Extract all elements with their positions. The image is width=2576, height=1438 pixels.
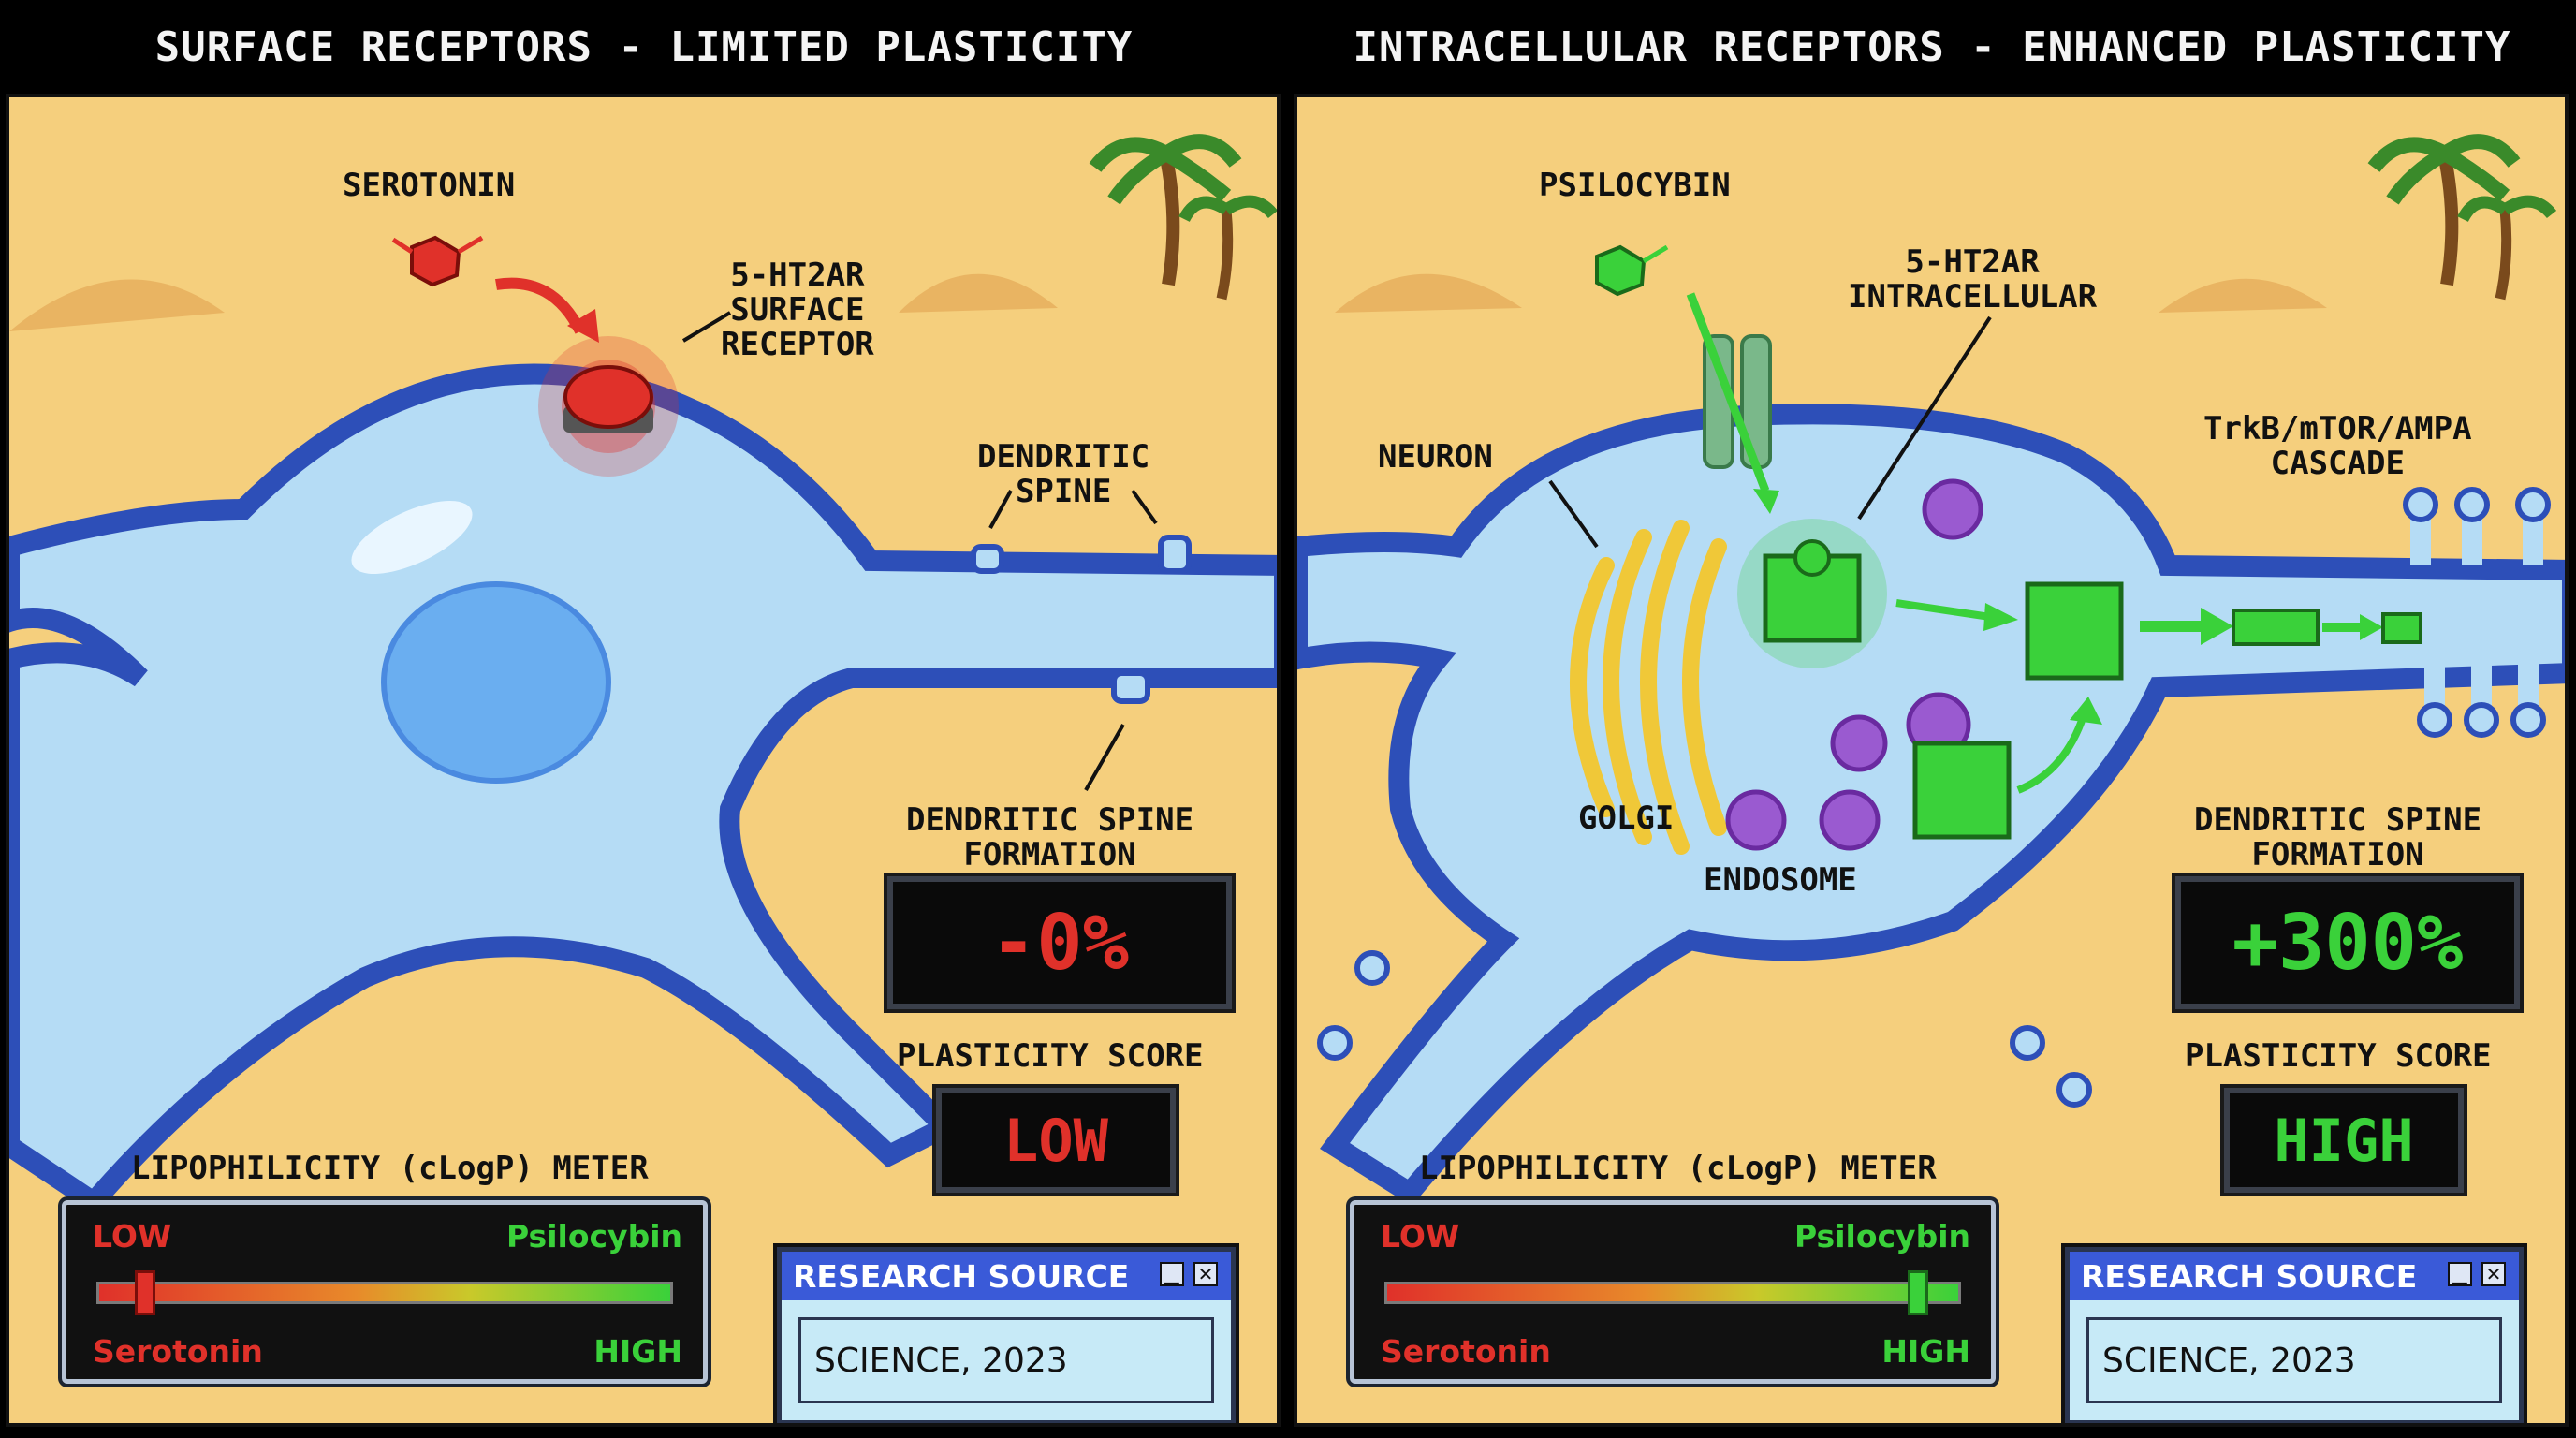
golgi-icon: [1570, 520, 1727, 855]
plasticity-score-display: LOW: [936, 1088, 1176, 1193]
meter-high-label: HIGH: [1881, 1333, 1970, 1370]
left-panel-title: SURFACE RECEPTORS - LIMITED PLASTICITY: [154, 22, 1134, 71]
research-source-title: RESEARCH SOURCE: [793, 1257, 1130, 1295]
right-panel-title: INTRACELLULAR RECEPTORS - ENHANCED PLAST…: [1353, 22, 2511, 71]
right-neuron-illustration: [1297, 134, 2565, 1207]
psilocybin-molecule-icon: [1595, 244, 1669, 297]
lipophilicity-meter: LOW Psilocybin Serotonin HIGH: [1350, 1200, 1996, 1384]
serotonin-molecule-icon: [391, 235, 484, 287]
minimize-button[interactable]: ▁: [1160, 1262, 1184, 1286]
plasticity-score-value: HIGH: [2274, 1106, 2414, 1175]
spine-formation-value: -0%: [989, 898, 1130, 988]
research-source-titlebar: RESEARCH SOURCE ▁ ✕: [2070, 1252, 2519, 1300]
neuron-label: NEURON: [1378, 438, 1493, 476]
endosome-label: ENDOSOME: [1704, 861, 1857, 899]
meter-high-label: HIGH: [593, 1333, 682, 1370]
endosome-icon: [1725, 478, 1983, 851]
psilocybin-label: PSILOCYBIN: [1539, 167, 1731, 204]
meter-indicator: [135, 1270, 156, 1315]
research-source-value: SCIENCE, 2023: [798, 1317, 1214, 1403]
palm-tree-icon: [2367, 134, 2557, 301]
plasticity-score-display: HIGH: [2224, 1088, 2464, 1193]
meter-low-label: LOW: [93, 1218, 172, 1255]
meter-track: [96, 1282, 673, 1304]
spine-formation-display: +300%: [2175, 876, 2520, 1009]
plasticity-score-label: PLASTICITY SCORE: [897, 1037, 1204, 1075]
spine-formation-value: +300%: [2232, 898, 2464, 988]
research-source-window: RESEARCH SOURCE ▁ ✕ SCIENCE, 2023: [777, 1247, 1236, 1423]
meter-psilocybin-label: Psilocybin: [1793, 1218, 1970, 1255]
lipophilicity-meter-title: LIPOPHILICITY (cLogP) METER: [1419, 1150, 1937, 1187]
meter-serotonin-label: Serotonin: [1381, 1333, 1551, 1370]
lipophilicity-meter-title: LIPOPHILICITY (cLogP) METER: [131, 1150, 649, 1187]
minimize-button[interactable]: ▁: [2448, 1262, 2472, 1286]
research-source-title: RESEARCH SOURCE: [2081, 1257, 2418, 1295]
golgi-label: GOLGI: [1578, 800, 1675, 837]
lipophilicity-meter: LOW Psilocybin Serotonin HIGH: [62, 1200, 708, 1384]
meter-track: [1384, 1282, 1961, 1304]
plasticity-score-value: LOW: [1003, 1106, 1108, 1175]
meter-serotonin-label: Serotonin: [93, 1333, 263, 1370]
plasticity-score-label: PLASTICITY SCORE: [2185, 1037, 2492, 1075]
palm-tree-icon: [1089, 134, 1277, 301]
research-source-titlebar: RESEARCH SOURCE ▁ ✕: [782, 1252, 1231, 1300]
meter-indicator: [1907, 1270, 1928, 1315]
spine-formation-display: -0%: [887, 876, 1232, 1009]
meter-psilocybin-label: Psilocybin: [505, 1218, 682, 1255]
research-source-value: SCIENCE, 2023: [2086, 1317, 2502, 1403]
serotonin-label: SEROTONIN: [343, 167, 516, 204]
close-button[interactable]: ✕: [2481, 1262, 2506, 1286]
meter-low-label: LOW: [1381, 1218, 1460, 1255]
close-button[interactable]: ✕: [1193, 1262, 1218, 1286]
research-source-window: RESEARCH SOURCE ▁ ✕ SCIENCE, 2023: [2065, 1247, 2524, 1423]
